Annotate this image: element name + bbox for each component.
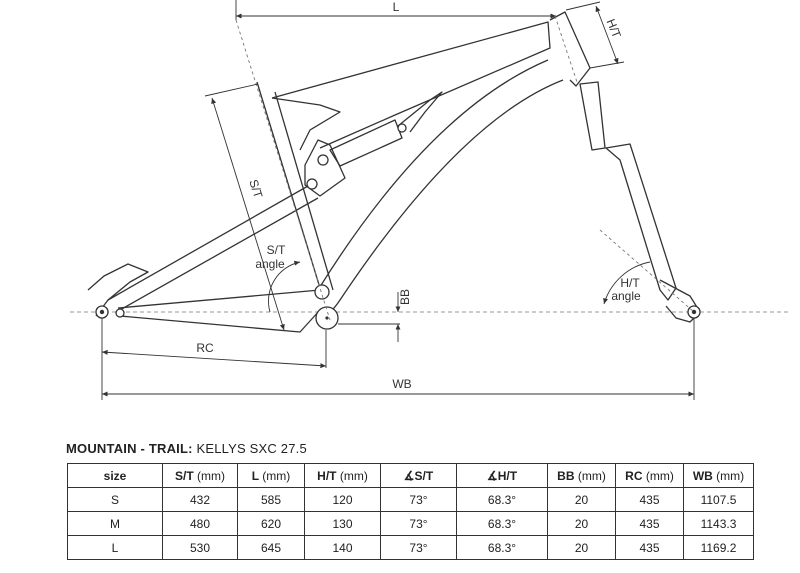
table-cell: 645 bbox=[237, 535, 305, 560]
table-row: L 530 645 140 73° 68.3° 20 435 1169.2 bbox=[67, 535, 754, 560]
col-header-size: size bbox=[67, 463, 163, 488]
table-cell: 68.3° bbox=[456, 511, 548, 536]
table-cell: 435 bbox=[615, 511, 684, 536]
col-header-wb: WB (mm) bbox=[683, 463, 754, 488]
table-row: M 480 620 130 73° 68.3° 20 435 1143.3 bbox=[67, 511, 754, 536]
reach-label: L bbox=[393, 0, 400, 14]
bb-drop-label: BB bbox=[398, 289, 412, 305]
seat-tube-angle-label-2: angle bbox=[255, 257, 285, 271]
bike-geometry-diagram: L H/T S/T S/T angle H/T angle BB RC WB bbox=[70, 0, 790, 400]
table-cell: 20 bbox=[547, 487, 616, 512]
table-cell: 480 bbox=[162, 511, 238, 536]
table-cell: M bbox=[67, 511, 163, 536]
spec-model: KELLYS SXC 27.5 bbox=[196, 441, 307, 456]
table-cell: 130 bbox=[304, 511, 381, 536]
table-cell: 620 bbox=[237, 511, 305, 536]
spec-category: MOUNTAIN - TRAIL: bbox=[66, 441, 193, 456]
table-cell: 1143.3 bbox=[683, 511, 754, 536]
col-header-seat-angle: ∡S/T bbox=[380, 463, 457, 488]
head-tube-angle-label-1: H/T bbox=[620, 276, 640, 290]
col-header-rc: RC (mm) bbox=[615, 463, 684, 488]
rocker-pivot bbox=[306, 178, 318, 190]
table-cell: 1169.2 bbox=[683, 535, 754, 560]
shock-mount bbox=[397, 123, 407, 133]
table-cell: 432 bbox=[162, 487, 238, 512]
seat-tube-dimension bbox=[204, 19, 331, 331]
head-tube-label: H/T bbox=[604, 17, 624, 41]
table-cell: 73° bbox=[380, 511, 457, 536]
table-cell: 73° bbox=[380, 535, 457, 560]
table-cell: 20 bbox=[547, 511, 616, 536]
head-tube-dimension bbox=[554, 1, 625, 86]
table-cell: 530 bbox=[162, 535, 238, 560]
spec-header-row: size S/T (mm) L (mm) H/T (mm) ∡S/T ∡H/T … bbox=[67, 463, 754, 488]
wheelbase-label: WB bbox=[392, 377, 411, 391]
col-header-head-tube: H/T (mm) bbox=[304, 463, 381, 488]
col-header-bb: BB (mm) bbox=[547, 463, 616, 488]
spec-table-title: MOUNTAIN - TRAIL: KELLYS SXC 27.5 bbox=[66, 441, 307, 456]
table-cell: 73° bbox=[380, 487, 457, 512]
head-tube-angle-label-2: angle bbox=[611, 289, 641, 303]
seat-tube-angle-label-1: S/T bbox=[267, 243, 286, 257]
seat-tube-angle-arc bbox=[268, 260, 301, 313]
table-cell: 20 bbox=[547, 535, 616, 560]
table-cell: 140 bbox=[304, 535, 381, 560]
chainstay-label: RC bbox=[196, 341, 214, 355]
rocker-upper-pivot bbox=[317, 154, 329, 166]
table-cell: 585 bbox=[237, 487, 305, 512]
bb-drop-dimension bbox=[338, 292, 401, 342]
table-row: S 432 585 120 73° 68.3° 20 435 1107.5 bbox=[67, 487, 754, 512]
seat-tube-label: S/T bbox=[246, 178, 265, 201]
main-pivot bbox=[314, 284, 330, 300]
table-cell: 435 bbox=[615, 535, 684, 560]
table-cell: 1107.5 bbox=[683, 487, 754, 512]
geometry-spec-table: size S/T (mm) L (mm) H/T (mm) ∡S/T ∡H/T … bbox=[67, 463, 754, 560]
table-cell: 68.3° bbox=[456, 535, 548, 560]
col-header-reach: L (mm) bbox=[237, 463, 305, 488]
table-cell: 120 bbox=[304, 487, 381, 512]
chainstay-dimension bbox=[101, 318, 327, 400]
col-header-seat-tube: S/T (mm) bbox=[162, 463, 238, 488]
table-cell: S bbox=[67, 487, 163, 512]
wheelbase-dimension bbox=[102, 318, 695, 400]
head-tube-angle-arc bbox=[603, 261, 651, 305]
bike-frame bbox=[87, 11, 701, 333]
table-cell: 68.3° bbox=[456, 487, 548, 512]
reach-dimension bbox=[235, 0, 556, 20]
table-cell: L bbox=[67, 535, 163, 560]
seatstay-pivot bbox=[115, 308, 125, 318]
col-header-head-angle: ∡H/T bbox=[456, 463, 548, 488]
table-cell: 435 bbox=[615, 487, 684, 512]
